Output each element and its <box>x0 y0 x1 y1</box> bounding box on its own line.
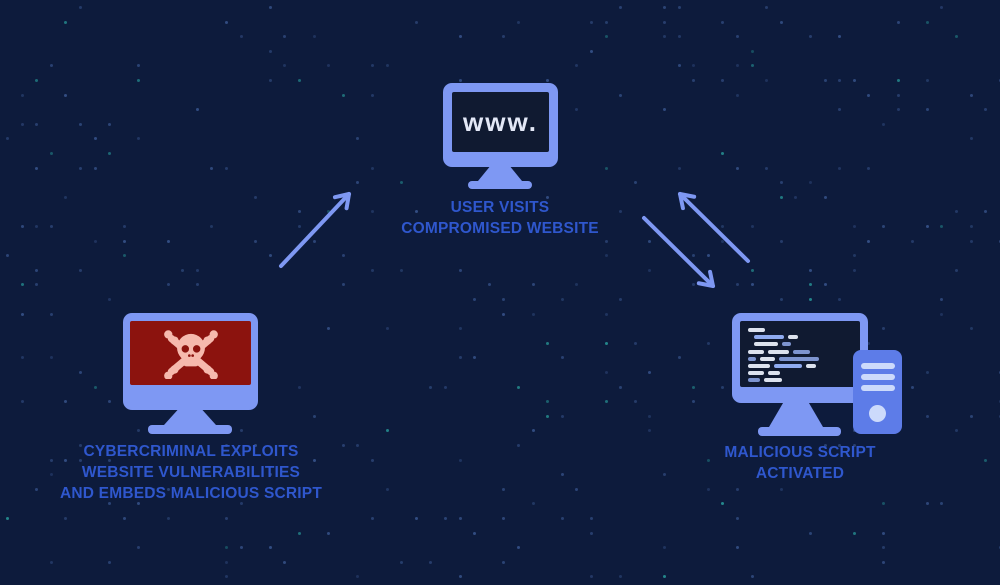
arrow-up-right-icon <box>279 192 351 268</box>
tower-vent-bar <box>861 385 895 391</box>
label-line: COMPROMISED WEBSITE <box>401 220 599 237</box>
skull-crossbones-monitor-icon <box>123 313 258 410</box>
label-line: AND EMBEDS MALICIOUS SCRIPT <box>59 485 323 502</box>
node-label-cybercriminal: CYBERCRIMINAL EXPLOITS WEBSITE VULNERABI… <box>60 441 322 504</box>
monitor-stand-base <box>758 427 841 436</box>
code-lines <box>740 321 860 383</box>
node-label-user-visits: USER VISITS COMPROMISED WEBSITE <box>401 197 599 239</box>
monitor-stand-neck <box>478 167 522 181</box>
monitor-stand-neck <box>164 410 216 425</box>
label-line: MALICIOUS SCRIPT <box>724 444 876 461</box>
label-line: ACTIVATED <box>755 465 845 482</box>
tower-power-button <box>869 405 886 422</box>
code-screen <box>740 321 860 387</box>
website-monitor-icon: www. <box>443 83 558 167</box>
monitor-stand-base <box>148 425 232 434</box>
www-text: www. <box>463 106 538 137</box>
arrow-down-right-icon <box>642 216 715 288</box>
node-label-malicious-script: MALICIOUS SCRIPT ACTIVATED <box>724 442 875 484</box>
label-line: CYBERCRIMINAL EXPLOITS <box>83 443 299 460</box>
label-line: WEBSITE VULNERABILITIES <box>81 464 301 481</box>
arrow-up-left-icon <box>678 192 750 263</box>
tower-vent-bar <box>861 374 895 380</box>
malware-screen <box>130 321 251 385</box>
monitor-stand-base <box>468 181 532 189</box>
skull-crossbones-icon <box>163 330 218 379</box>
monitor-screen: www. <box>452 92 549 152</box>
tower-vent-bar <box>861 363 895 369</box>
pc-tower-icon <box>853 350 902 434</box>
label-line: USER VISITS <box>450 199 550 216</box>
code-monitor-icon <box>732 313 868 403</box>
